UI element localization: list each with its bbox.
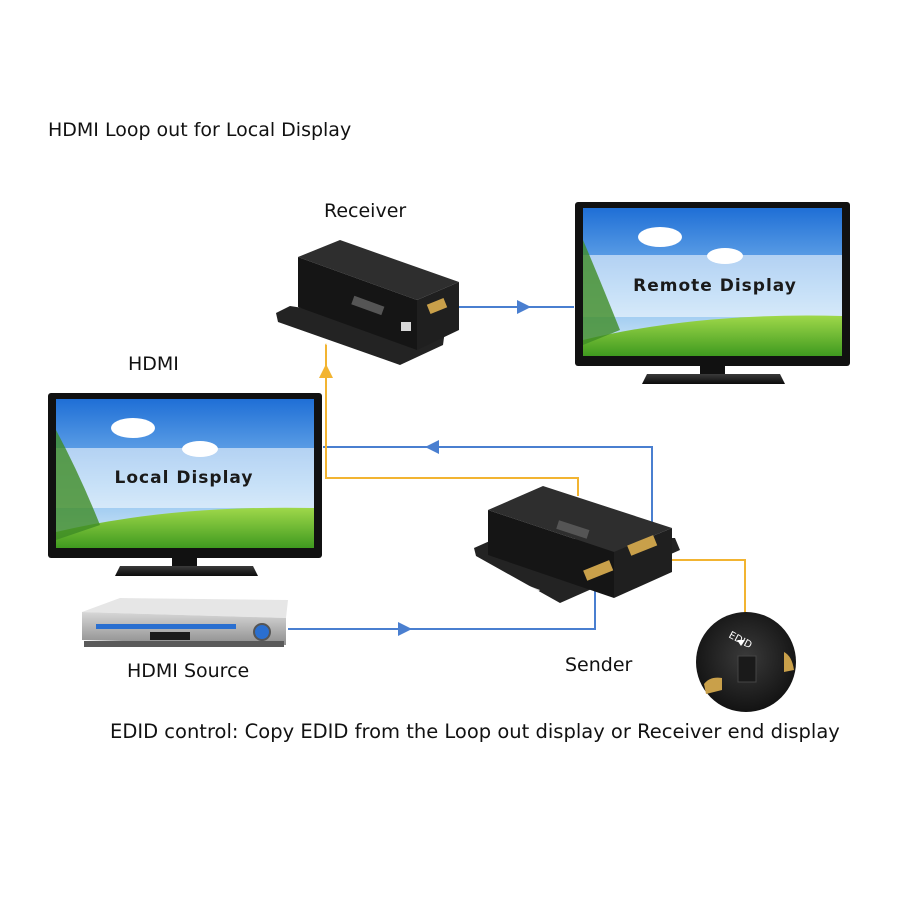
hdmi-source-label: HDMI Source	[127, 660, 250, 682]
sender-label: Sender	[565, 654, 633, 676]
receiver-device	[276, 240, 459, 365]
blue-arrowheads	[398, 300, 531, 636]
local-display	[48, 393, 322, 576]
edid-control-note: EDID control: Copy EDID from the Loop ou…	[110, 720, 840, 743]
remote-display	[575, 202, 850, 384]
yellow-arrowhead	[319, 364, 333, 378]
dvd-player	[82, 598, 288, 647]
receiver-label: Receiver	[324, 200, 407, 222]
edid-switch-zoom	[696, 612, 796, 712]
remote-display-text: Remote Display	[633, 276, 797, 296]
sender-device	[474, 486, 680, 603]
diagram-title: HDMI Loop out for Local Display	[48, 119, 352, 141]
hdmi-label: HDMI	[128, 353, 179, 375]
local-display-text: Local Display	[115, 468, 254, 488]
